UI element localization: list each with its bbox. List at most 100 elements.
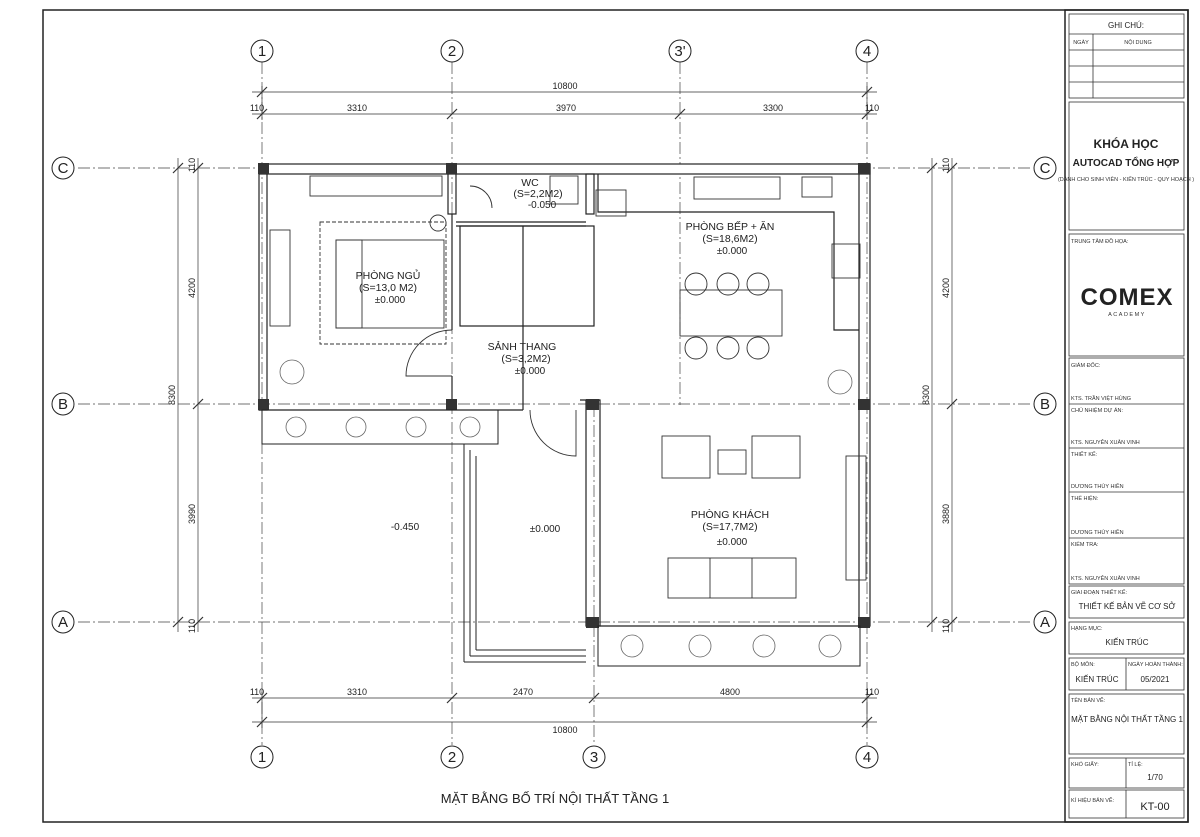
- logo-main: COMEX: [1080, 284, 1173, 311]
- pm-label: CHỦ NHIỆM DỰ ÁN:: [1071, 406, 1124, 414]
- paper-label: KHỔ GIẤY:: [1071, 761, 1099, 768]
- dept-label: BỘ MÔN:: [1071, 661, 1095, 668]
- yard-area: [261, 409, 861, 667]
- dim-right-total: 8300: [921, 385, 931, 405]
- check-label: KIỂM TRA:: [1071, 541, 1099, 548]
- room-area-wc: (S=2,2M2): [513, 188, 562, 200]
- course-sub: (DÀNH CHO SINH VIÊN - KIẾN TRÚC - QUY HO…: [1058, 175, 1194, 183]
- logo-sub: ACADEMY: [1108, 312, 1146, 318]
- dim-left: 110: [187, 619, 197, 633]
- room-area-bedroom: (S=13,0 M2): [359, 282, 417, 294]
- room-level-wc: -0.050: [528, 200, 557, 211]
- dim-right: 110: [941, 158, 951, 172]
- dept-value: KIẾN TRÚC: [1076, 674, 1119, 684]
- dimension-lines: [172, 86, 958, 728]
- design-name: DƯƠNG THÙY HIỀN: [1071, 483, 1124, 490]
- grid-label-bottom: 2: [448, 749, 456, 766]
- code-value: KT-00: [1140, 801, 1169, 813]
- dim-top: 110: [865, 103, 879, 113]
- grid-bubbles-rows: C B A C B A: [51, 156, 1057, 634]
- dim-top-total: 10800: [552, 81, 577, 91]
- dim-left: 110: [187, 158, 197, 172]
- draw-name: DƯƠNG THÙY HIỀN: [1071, 529, 1124, 536]
- scale-label: TỈ LỆ:: [1128, 760, 1143, 768]
- grid-label-row: B: [1040, 396, 1050, 413]
- grid-label-row: C: [58, 160, 69, 177]
- level-porch: ±0.000: [530, 524, 561, 535]
- item-value: KIẾN TRÚC: [1106, 637, 1149, 647]
- phase-label: GIAI ĐOẠN THIẾT KẾ:: [1071, 589, 1128, 596]
- item-label: HẠNG MỤC:: [1071, 626, 1103, 632]
- room-level-bedroom: ±0.000: [375, 295, 406, 306]
- scale-value: 1/70: [1147, 773, 1163, 782]
- grid-label-row: B: [58, 396, 68, 413]
- grid-bubbles-bottom: 1 2 3 4: [250, 745, 879, 769]
- dim-right: 3880: [941, 504, 951, 524]
- grid-bubbles-top: 1 2 3' 4: [250, 39, 879, 63]
- check-name: KTS. NGUYỄN XUÂN VINH: [1071, 575, 1140, 582]
- notes-date: NGÀY: [1073, 39, 1089, 46]
- room-name-living: PHÒNG KHÁCH: [691, 508, 769, 521]
- room-level-stair-hall: ±0.000: [515, 366, 546, 377]
- grid-label-top: 3': [674, 43, 685, 60]
- dim-bottom: 3310: [347, 687, 367, 697]
- notes-header: GHI CHÚ:: [1108, 21, 1144, 30]
- room-area-kitchen: (S=18,6M2): [702, 233, 757, 245]
- dim-top: 3970: [556, 103, 576, 113]
- dim-left: 4200: [187, 278, 197, 298]
- room-name-wc: WC: [521, 177, 539, 189]
- design-label: THIẾT KẾ:: [1071, 451, 1098, 458]
- dim-bottom: 2470: [513, 687, 533, 697]
- grid-label-row: A: [58, 614, 68, 631]
- planter-plants: [279, 359, 853, 658]
- dim-top: 110: [250, 103, 264, 113]
- dim-right: 4200: [941, 278, 951, 298]
- dim-bottom-total: 10800: [552, 725, 577, 735]
- sheetname-label: TÊN BẢN VẼ:: [1071, 696, 1106, 704]
- sheet-frame: [42, 9, 1189, 823]
- room-name-stair-hall: SẢNH THANG: [488, 340, 557, 353]
- pm-name: KTS. NGUYỄN XUÂN VINH: [1071, 439, 1140, 446]
- grid-label-row: A: [1040, 614, 1050, 631]
- notes-content: NỘI DUNG: [1124, 39, 1152, 46]
- director-label: GIÁM ĐỐC:: [1071, 362, 1101, 369]
- dim-left-total: 8300: [167, 385, 177, 405]
- title-block-lines: [1068, 13, 1185, 819]
- course-line1: KHÓA HỌC: [1094, 136, 1159, 151]
- grid-label-row: C: [1040, 160, 1051, 177]
- dim-left: 3990: [187, 504, 197, 524]
- center-label: TRUNG TÂM ĐỒ HỌA:: [1071, 238, 1129, 245]
- furniture: [269, 175, 867, 599]
- room-level-living: ±0.000: [717, 537, 748, 548]
- grid-label-bottom: 3: [590, 749, 598, 766]
- room-labels: WC (S=2,2M2) -0.050 PHÒNG NGỦ (S=13,0 M2…: [356, 177, 775, 548]
- date-label: NGÀY HOÀN THÀNH:: [1128, 661, 1183, 668]
- room-area-living: (S=17,7M2): [702, 521, 757, 533]
- date-value: 05/2021: [1141, 675, 1170, 684]
- dim-bottom: 4800: [720, 687, 740, 697]
- dim-bottom: 110: [250, 687, 264, 697]
- room-name-kitchen: PHÒNG BẾP + ĂN: [686, 220, 775, 233]
- drawing-title: MẶT BẰNG BỐ TRÍ NỘI THẤT TẦNG 1: [441, 791, 670, 806]
- grid-label-top: 4: [863, 43, 871, 60]
- phase-value: THIẾT KẾ BẢN VẼ CƠ SỞ: [1079, 601, 1176, 611]
- director-name: KTS. TRẦN VIỆT HÙNG: [1071, 394, 1131, 402]
- level-yard: -0.450: [391, 522, 420, 533]
- room-name-bedroom: PHÒNG NGỦ: [356, 269, 421, 282]
- dim-top: 3310: [347, 103, 367, 113]
- grid-label-bottom: 4: [863, 749, 871, 766]
- columns: [258, 163, 870, 628]
- room-area-stair-hall: (S=3,2M2): [501, 353, 550, 365]
- grid-label-top: 1: [258, 43, 266, 60]
- title-block-text: GHI CHÚ: NGÀY NỘI DUNG KHÓA HỌC AUTOCAD …: [1058, 21, 1194, 813]
- code-label: KÍ HIỆU BẢN VẼ:: [1071, 796, 1115, 804]
- walls: [258, 163, 871, 627]
- course-line2: AUTOCAD TỔNG HỢP: [1073, 156, 1180, 169]
- dim-top: 3300: [763, 103, 783, 113]
- dim-bottom: 110: [865, 687, 879, 697]
- dim-right: 110: [941, 619, 951, 633]
- sheetname-value: MẶT BẰNG NỘI THẤT TẦNG 1: [1071, 714, 1183, 724]
- draw-label: THỂ HIỆN:: [1071, 494, 1099, 502]
